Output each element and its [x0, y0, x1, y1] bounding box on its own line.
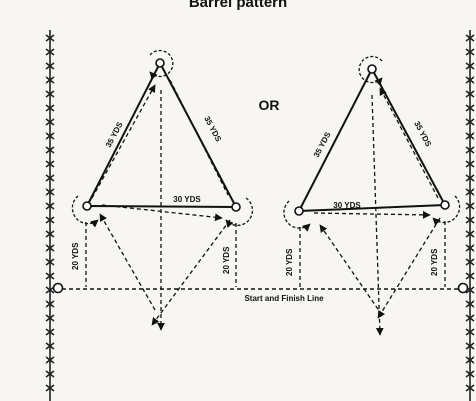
fence-tick	[45, 76, 55, 84]
fence-tick	[45, 90, 55, 98]
fence-tick	[465, 216, 475, 224]
start-finish-line	[52, 282, 469, 294]
fence-tick	[465, 90, 475, 98]
barrel-left-b	[294, 206, 304, 216]
right-line-left-label: 20 YDS	[285, 248, 294, 276]
fence-tick	[465, 132, 475, 140]
fence-tick	[465, 146, 475, 154]
left-line-left-label: 20 YDS	[71, 242, 80, 270]
left-pattern: 35 YDS 35 YDS 30 YDS 20 YDS 20 YDS	[71, 49, 254, 331]
fence-tick	[465, 48, 475, 56]
fence-tick	[45, 356, 55, 364]
fence-tick	[45, 328, 55, 336]
fence-tick	[465, 286, 475, 294]
right-pattern: 35 YDS 35 YDS 30 YDS 20 YDS 20 YDS	[283, 55, 461, 336]
barrel-top-right	[367, 64, 377, 74]
fence-tick	[45, 174, 55, 182]
fence-tick	[465, 244, 475, 252]
start-finish-label: Start and Finish Line	[244, 294, 324, 303]
fence-tick	[465, 328, 475, 336]
left-side-left-label: 35 YDS	[104, 120, 125, 149]
fence-tick	[45, 62, 55, 70]
barrel-left-a	[82, 201, 92, 211]
fence-tick	[45, 132, 55, 140]
left-line-right-label: 20 YDS	[222, 246, 231, 274]
fence-tick	[45, 230, 55, 238]
right-fence	[465, 30, 475, 401]
fence-tick	[465, 230, 475, 238]
fence-tick	[465, 370, 475, 378]
fence-tick	[465, 34, 475, 42]
right-side-left-label: 35 YDS	[312, 130, 333, 159]
or-separator: OR	[259, 97, 280, 113]
fence-tick	[465, 174, 475, 182]
barrel-right-b	[440, 200, 450, 210]
fence-tick	[465, 356, 475, 364]
start-post-left	[52, 282, 64, 294]
fence-tick	[465, 104, 475, 112]
fence-tick	[45, 48, 55, 56]
fence-tick	[465, 342, 475, 350]
fence-tick	[45, 370, 55, 378]
right-base-label: 30 YDS	[333, 201, 361, 210]
fence-tick	[45, 342, 55, 350]
fence-tick	[465, 314, 475, 322]
fence-tick	[465, 272, 475, 280]
fence-tick	[465, 76, 475, 84]
barrel-right-a	[231, 202, 241, 212]
fence-tick	[465, 62, 475, 70]
fence-tick	[45, 202, 55, 210]
barrel-top-left	[155, 58, 165, 68]
fence-tick	[465, 258, 475, 266]
fence-tick	[45, 160, 55, 168]
fence-tick	[45, 286, 55, 294]
diagram-title: Barrel pattern	[188, 0, 288, 11]
fence-tick	[45, 244, 55, 252]
fence-tick	[45, 118, 55, 126]
fence-tick	[45, 146, 55, 154]
fence-tick	[465, 300, 475, 308]
left-fence	[45, 30, 55, 401]
fence-tick	[465, 202, 475, 210]
fence-tick	[45, 314, 55, 322]
fence-tick	[465, 118, 475, 126]
fence-tick	[45, 216, 55, 224]
fence-tick	[45, 34, 55, 42]
right-side-right-label: 35 YDS	[412, 120, 433, 149]
fence-tick	[45, 104, 55, 112]
left-side-right-label: 35 YDS	[202, 115, 223, 144]
fence-tick	[465, 160, 475, 168]
fence-tick	[45, 188, 55, 196]
left-base-label: 30 YDS	[173, 195, 201, 204]
start-post-right	[457, 282, 469, 294]
fence-tick	[45, 384, 55, 392]
fence-tick	[465, 384, 475, 392]
fence-tick	[465, 188, 475, 196]
fence-tick	[45, 272, 55, 280]
fence-tick	[45, 258, 55, 266]
fence-tick	[45, 300, 55, 308]
right-line-right-label: 20 YDS	[430, 248, 439, 276]
